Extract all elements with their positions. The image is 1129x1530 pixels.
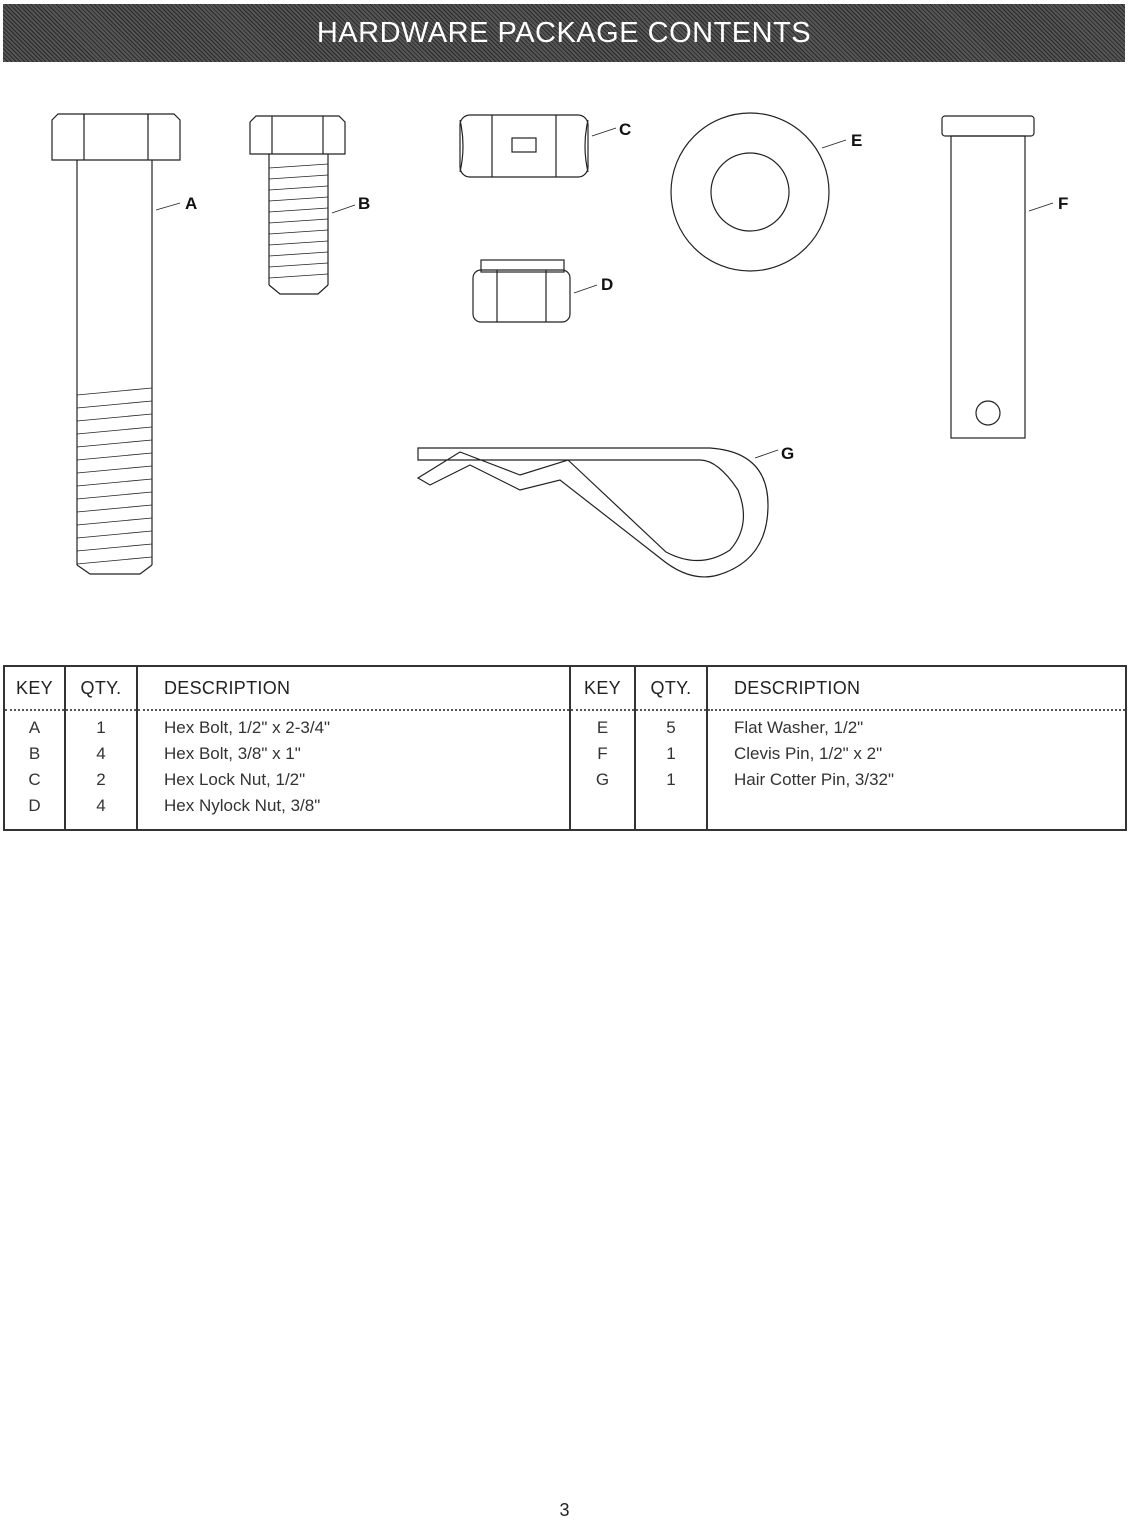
table-cell-qty: 1 [666,770,676,789]
table-cell-qty: 4 [96,744,106,763]
hex-lock-nut-c-drawing [459,114,617,178]
table-cell-key: F [597,744,608,763]
callout-e: E [851,131,862,150]
hair-cotter-pin-g-drawing [416,447,779,578]
callout-c: C [619,120,631,139]
table-cell-qty: 5 [666,718,676,737]
hex-bolt-b-drawing [249,115,356,295]
hardware-illustration: A B C D E F G [0,80,1129,620]
page-number: 3 [559,1500,570,1520]
table-cell-key: A [28,718,41,737]
table-cell-qty: 1 [666,744,676,763]
callout-b: B [358,194,370,213]
table-cell-qty: 2 [96,770,106,789]
table-cell-key: D [28,796,41,815]
callout-f: F [1058,194,1068,213]
table-cell-description: Flat Washer, 1/2" [734,718,864,737]
title-banner: HARDWARE PACKAGE CONTENTS [3,4,1125,62]
table-cell-key: G [595,770,610,789]
callout-d: D [601,275,613,294]
callout-g: G [781,444,794,463]
col-header-description-right: DESCRIPTION [706,666,1126,711]
table-cell-description: Clevis Pin, 1/2" x 2" [734,744,883,763]
table-body-row: A B C D 1 4 2 4 Hex Bolt, 1/2" x 2-3/4" … [4,710,1126,830]
col-header-description: DESCRIPTION [136,666,570,711]
table-cell-qty: 1 [96,718,106,737]
col-header-key-right: KEY [569,666,635,711]
table-cell-key: C [28,770,41,789]
flat-washer-e-drawing [670,112,847,272]
table-cell-key: B [28,744,41,763]
clevis-pin-f-drawing [941,115,1054,439]
hex-bolt-a-drawing [51,113,181,575]
table-header-row: KEY QTY. DESCRIPTION KEY QTY. DESCRIPTIO… [4,666,1126,711]
table-cell-description: Hex Bolt, 3/8" x 1" [164,744,301,763]
col-header-qty-right: QTY. [634,666,707,711]
hex-nylock-nut-d-drawing [472,259,598,323]
table-cell-description: Hex Bolt, 1/2" x 2-3/4" [164,718,331,737]
table-cell-description: Hex Lock Nut, 1/2" [164,770,306,789]
table-cell-description: Hex Nylock Nut, 3/8" [164,796,321,815]
table-cell-qty: 4 [96,796,106,815]
col-header-qty: QTY. [64,666,137,711]
page-title: HARDWARE PACKAGE CONTENTS [316,16,812,49]
callout-a: A [185,194,197,213]
hardware-table: KEY QTY. DESCRIPTION KEY QTY. DESCRIPTIO… [3,665,1127,831]
table-cell-description: Hair Cotter Pin, 3/32" [734,770,895,789]
table-cell-key: E [596,718,609,737]
col-header-key: KEY [4,666,65,711]
